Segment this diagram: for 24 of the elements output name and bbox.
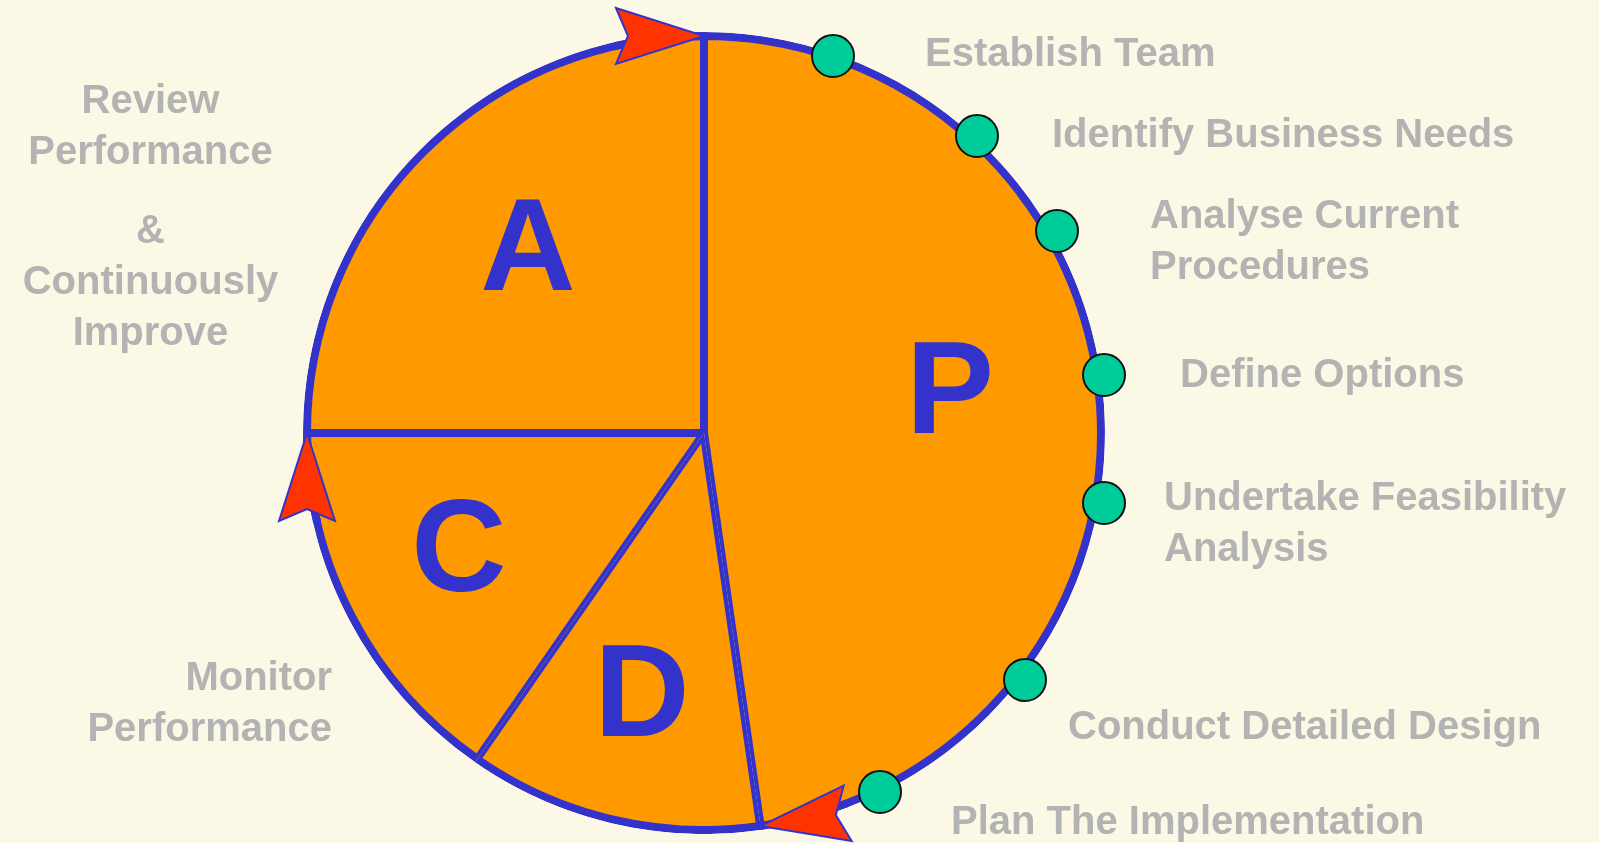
sector-letter: A (480, 179, 576, 311)
cycle-arrow (613, 9, 705, 68)
step-label: Plan The Implementation (951, 796, 1425, 843)
step-label: Undertake Feasibility Analysis (1164, 473, 1568, 571)
step-label: Identify Business Needs (1052, 109, 1515, 157)
phase-label: & (135, 205, 166, 253)
step-label: Analyse Current Procedures (1150, 191, 1460, 289)
step-label: Conduct Detailed Design (1068, 701, 1542, 749)
sector-letter: C (411, 480, 507, 612)
cycle-arrow (759, 782, 854, 840)
step-dot (811, 34, 855, 78)
cycle-arrow (280, 432, 339, 524)
step-label: Establish Team (925, 28, 1216, 76)
step-dot (1035, 209, 1079, 253)
step-dot (1003, 658, 1047, 702)
phase-label: Continuously Improve (21, 257, 280, 355)
step-dot (1082, 481, 1126, 525)
phase-label: Monitor Performance (86, 653, 332, 751)
phase-label: Review Performance (27, 76, 274, 174)
sector-letter: P (906, 322, 994, 454)
sector-letter: D (594, 625, 690, 757)
step-dot (955, 114, 999, 158)
step-label: Define Options (1180, 349, 1465, 397)
step-dot (1082, 353, 1126, 397)
